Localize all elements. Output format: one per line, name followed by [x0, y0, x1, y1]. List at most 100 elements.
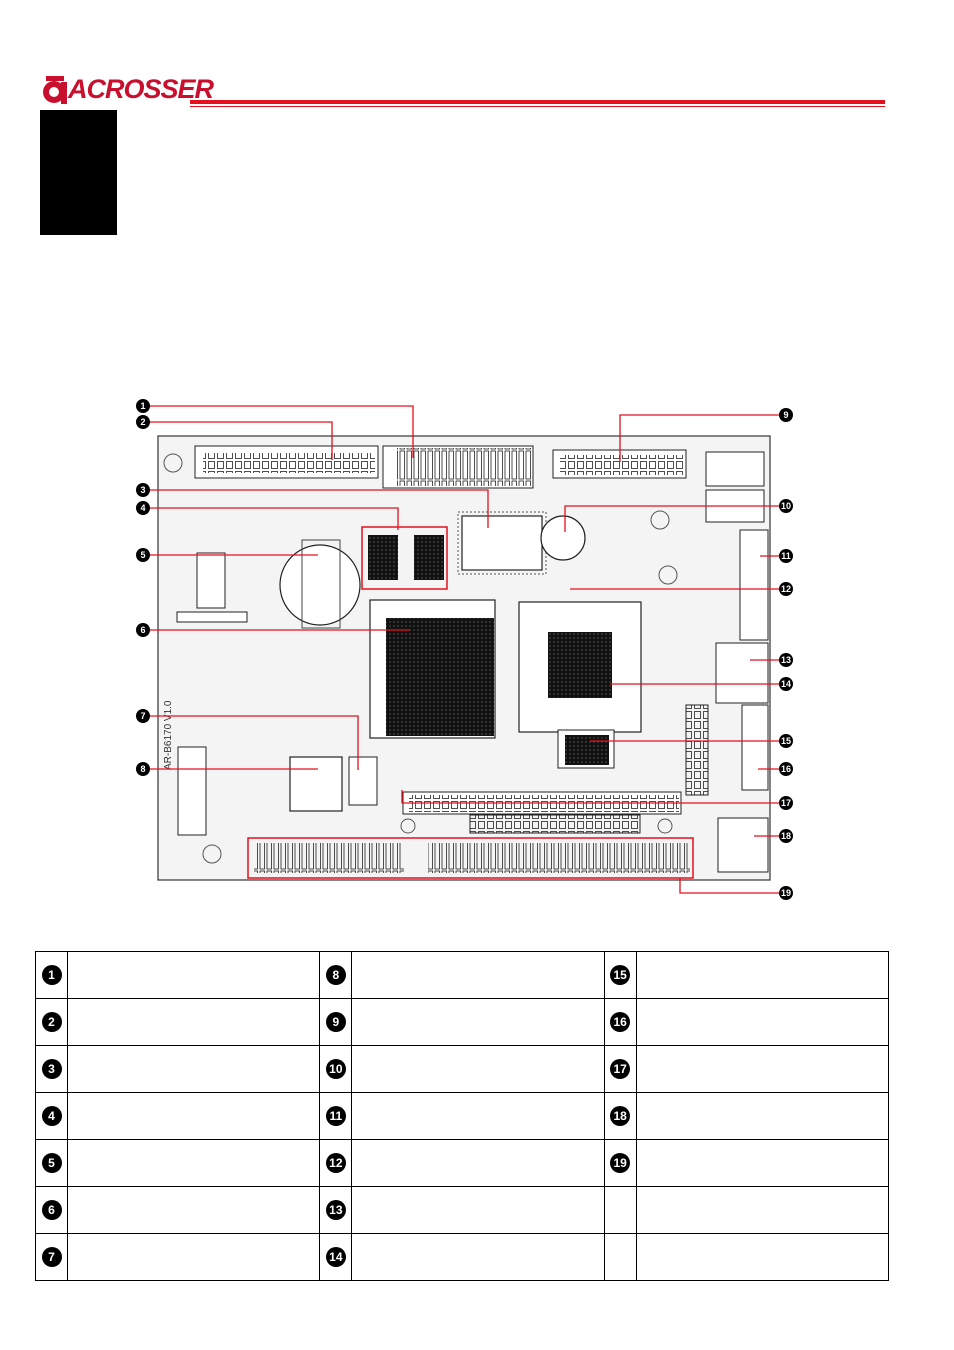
svg-text:12: 12 — [781, 584, 791, 594]
legend-number-cell: 11 — [319, 1092, 353, 1140]
callout-15: 15 — [779, 734, 793, 748]
legend-description-cell — [66, 1186, 321, 1234]
svg-text:10: 10 — [781, 501, 791, 511]
legend-number-cell: 4 — [35, 1092, 68, 1140]
legend-description-cell — [635, 951, 890, 999]
legend-number-badge: 10 — [325, 1059, 346, 1079]
ide-pins — [203, 453, 375, 473]
legend-number-badge: 19 — [610, 1153, 631, 1173]
callout-18: 18 — [779, 829, 793, 843]
svg-text:9: 9 — [783, 410, 788, 420]
ps2-port — [715, 642, 769, 704]
callout-5: 5 — [136, 548, 150, 562]
svg-text:15: 15 — [781, 736, 791, 746]
legend-description-cell — [351, 1139, 605, 1187]
legend-number-cell: 18 — [603, 1092, 637, 1140]
jumper-block — [196, 552, 226, 609]
power-connector — [177, 746, 207, 836]
callout-17: 17 — [779, 796, 793, 810]
callout-4: 4 — [136, 501, 150, 515]
legend-number-badge: 6 — [41, 1200, 62, 1220]
cf-socket-round — [279, 544, 361, 626]
legend-description-cell — [66, 998, 321, 1046]
legend-row: 6 13 — [35, 1186, 890, 1234]
io-chip — [565, 735, 609, 765]
callout-10: 10 — [779, 499, 793, 513]
callout-8: 8 — [136, 762, 150, 776]
callout-12: 12 — [779, 582, 793, 596]
callout-16: 16 — [779, 762, 793, 776]
super-io-pins — [457, 511, 547, 575]
chapter-marker-block — [40, 110, 117, 235]
legend-number-badge: 3 — [41, 1059, 62, 1079]
svg-text:3: 3 — [140, 485, 145, 495]
fdd-pins — [397, 448, 533, 486]
legend-description-cell — [351, 998, 605, 1046]
sdram-chip-1 — [368, 535, 398, 580]
legend-number-badge: 9 — [325, 1012, 346, 1032]
legend-description-cell — [635, 1092, 890, 1140]
callout-14: 14 — [779, 677, 793, 691]
svg-text:16: 16 — [781, 764, 791, 774]
legend-number-badge: 14 — [325, 1247, 346, 1267]
legend-row: 3 10 17 — [35, 1045, 890, 1093]
legend-number-cell: 9 — [319, 998, 353, 1046]
legend-number-badge: 11 — [325, 1106, 346, 1126]
callout-3: 3 — [136, 483, 150, 497]
callout-7: 7 — [136, 709, 150, 723]
callout-11: 11 — [779, 549, 793, 563]
legend-number-cell: 8 — [319, 951, 353, 999]
legend-description-cell — [351, 1092, 605, 1140]
legend-number-badge: 18 — [610, 1106, 631, 1126]
callout-1: 1 — [136, 399, 150, 413]
super-io-chip — [461, 515, 543, 571]
com-port — [739, 529, 769, 641]
svg-text:4: 4 — [140, 503, 145, 513]
svg-text:13: 13 — [781, 655, 791, 665]
svg-text:14: 14 — [781, 679, 791, 689]
legend-number-badge: 7 — [41, 1247, 62, 1267]
legend-number-badge: 4 — [41, 1106, 62, 1126]
pin-header — [176, 611, 248, 623]
header-rule — [190, 100, 885, 104]
legend-number-cell: 14 — [319, 1233, 353, 1281]
legend-number-cell: 12 — [319, 1139, 353, 1187]
legend-number-badge: 17 — [610, 1059, 631, 1079]
legend-number-cell: 6 — [35, 1186, 68, 1234]
callout-2: 2 — [136, 415, 150, 429]
legend-row: 5 12 19 — [35, 1139, 890, 1187]
isa-fingers-a — [254, 843, 404, 873]
legend-number-badge: 8 — [325, 965, 346, 985]
vga-port — [741, 704, 769, 791]
legend-number-cell: 17 — [603, 1045, 637, 1093]
svg-text:11: 11 — [781, 551, 791, 561]
acrosser-logo: ACROSSER — [40, 72, 214, 108]
legend-description-cell — [66, 1139, 321, 1187]
svg-text:17: 17 — [781, 798, 791, 808]
audio-codec-chip — [289, 756, 343, 812]
legend-number-cell: 15 — [603, 951, 637, 999]
legend-description-cell — [66, 951, 321, 999]
mounting-holes — [163, 453, 678, 864]
legend-description-cell — [351, 951, 605, 999]
legend-number-badge: 15 — [610, 965, 631, 985]
legend-number-cell: 13 — [319, 1186, 353, 1234]
isa-fingers-b — [428, 843, 690, 873]
legend-number-cell: 5 — [35, 1139, 68, 1187]
legend-number-badge: 13 — [325, 1200, 346, 1220]
board-silk-label: AR-B6170 V1.0 — [163, 700, 174, 770]
legend-number-cell: 7 — [35, 1233, 68, 1281]
svg-text:18: 18 — [781, 831, 791, 841]
lan-port — [717, 817, 769, 873]
logo-wordmark: ACROSSER — [68, 74, 214, 104]
legend-number-badge: 16 — [610, 1012, 631, 1032]
sdram-chip-2 — [414, 535, 444, 580]
header-rule-thin — [190, 106, 885, 107]
legend-description-cell — [66, 1045, 321, 1093]
svg-text:6: 6 — [140, 625, 145, 635]
svg-text:2: 2 — [140, 417, 145, 427]
usb-header-1 — [705, 451, 765, 487]
